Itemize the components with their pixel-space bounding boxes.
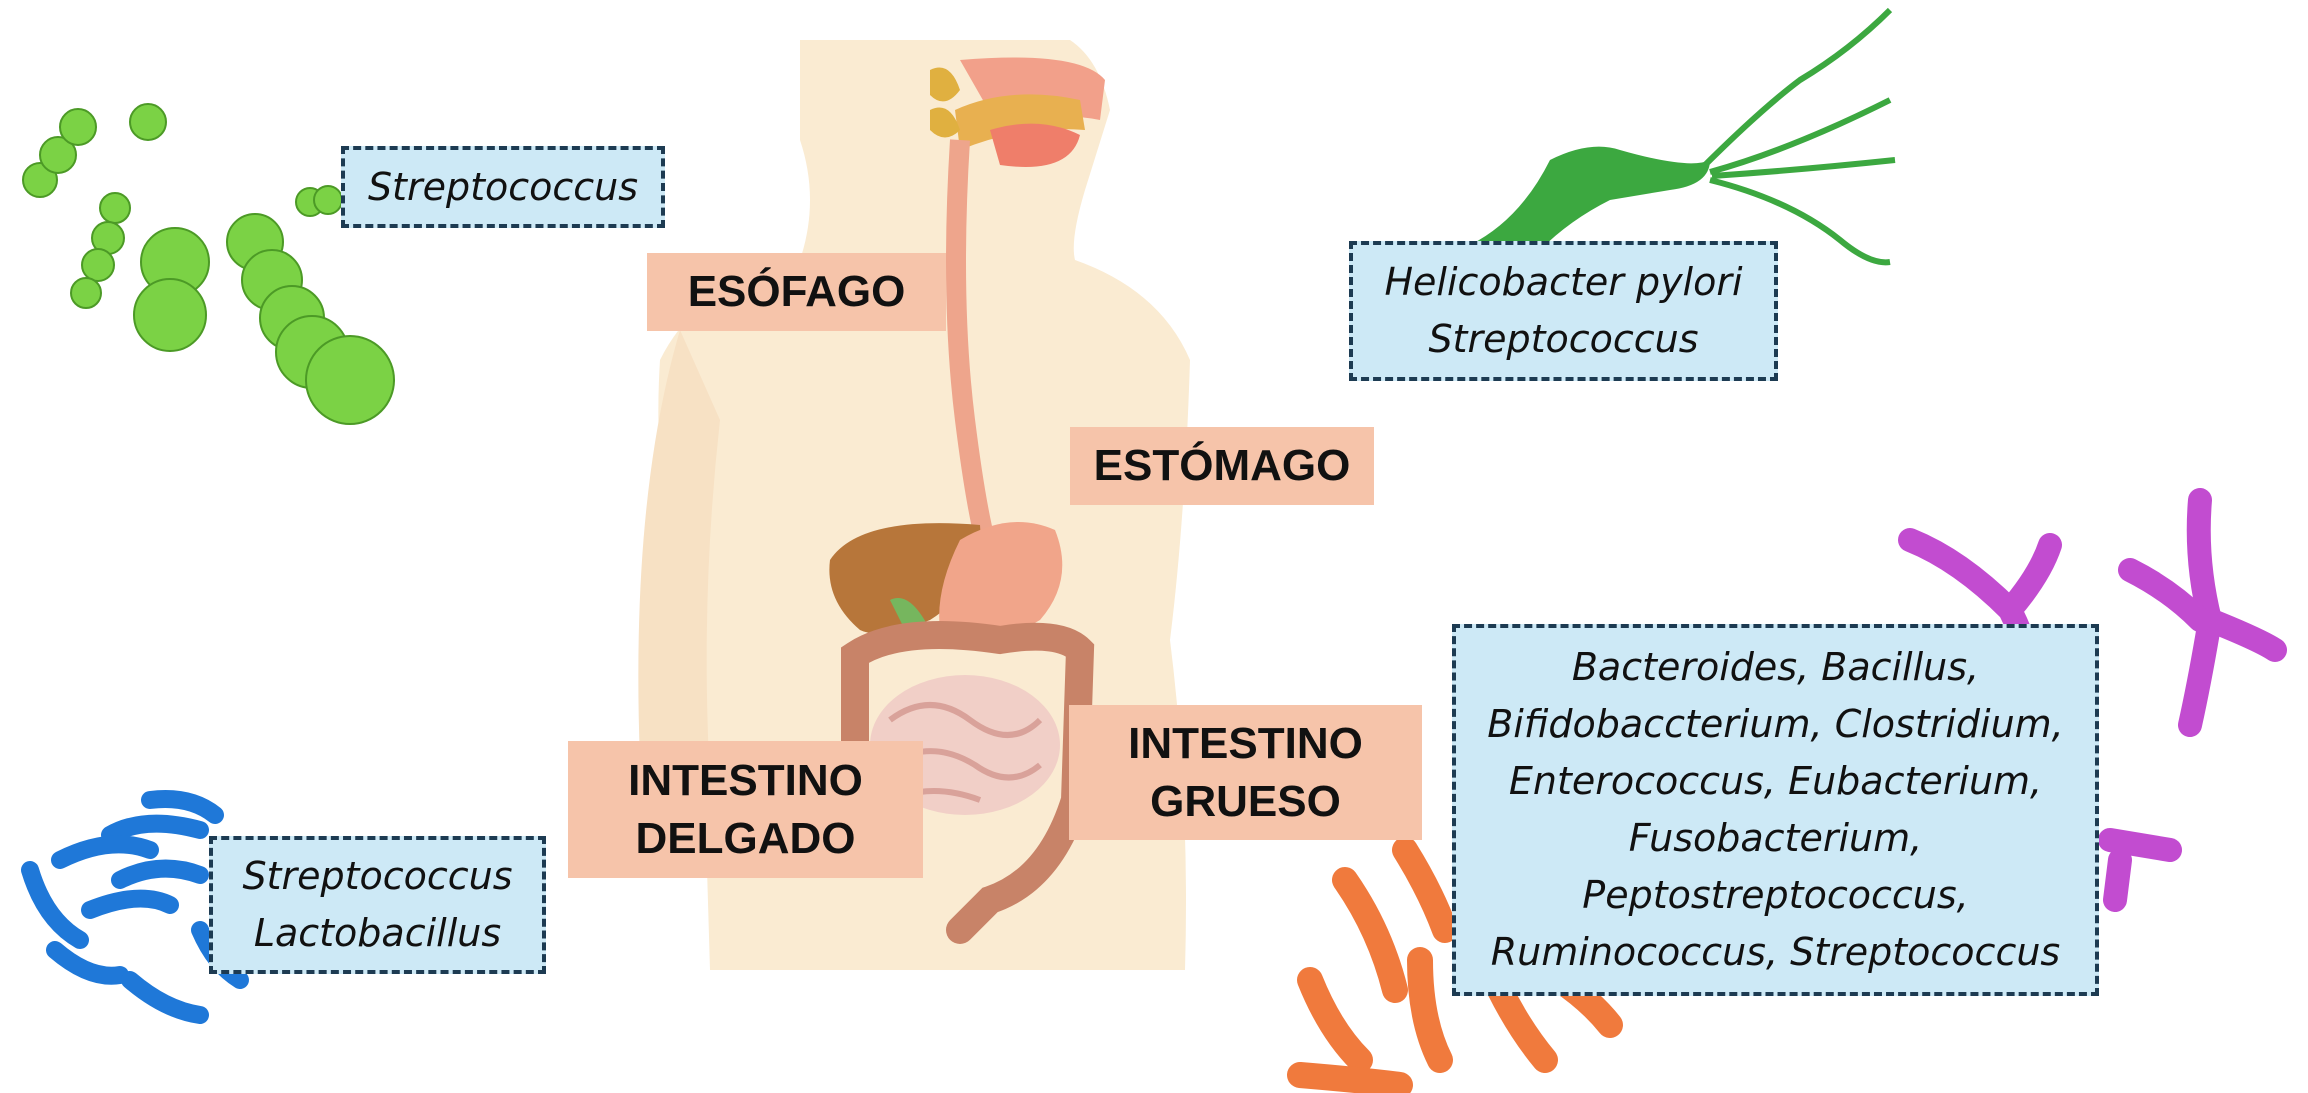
organ-label-esofago: ESÓFAGO: [647, 253, 946, 331]
bacteria-box-stomach: Helicobacter pylori Streptococcus: [1349, 241, 1778, 381]
organ-label-intestino-grueso: INTESTINO GRUESO: [1069, 705, 1422, 840]
bacteria-box-small-intestine: Streptococcus Lactobacillus: [209, 836, 546, 974]
organ-label-estomago: ESTÓMAGO: [1070, 427, 1374, 505]
organ-label-intestino-delgado: INTESTINO DELGADO: [568, 741, 923, 878]
helicobacter-illustration: [1470, 10, 1895, 262]
streptococcus-illustration: [23, 104, 394, 424]
bacteria-box-large-intestine: Bacteroides, Bacillus, Bifidobaccterium,…: [1452, 624, 2099, 996]
bacteria-box-mouth: Streptococcus: [341, 146, 665, 228]
